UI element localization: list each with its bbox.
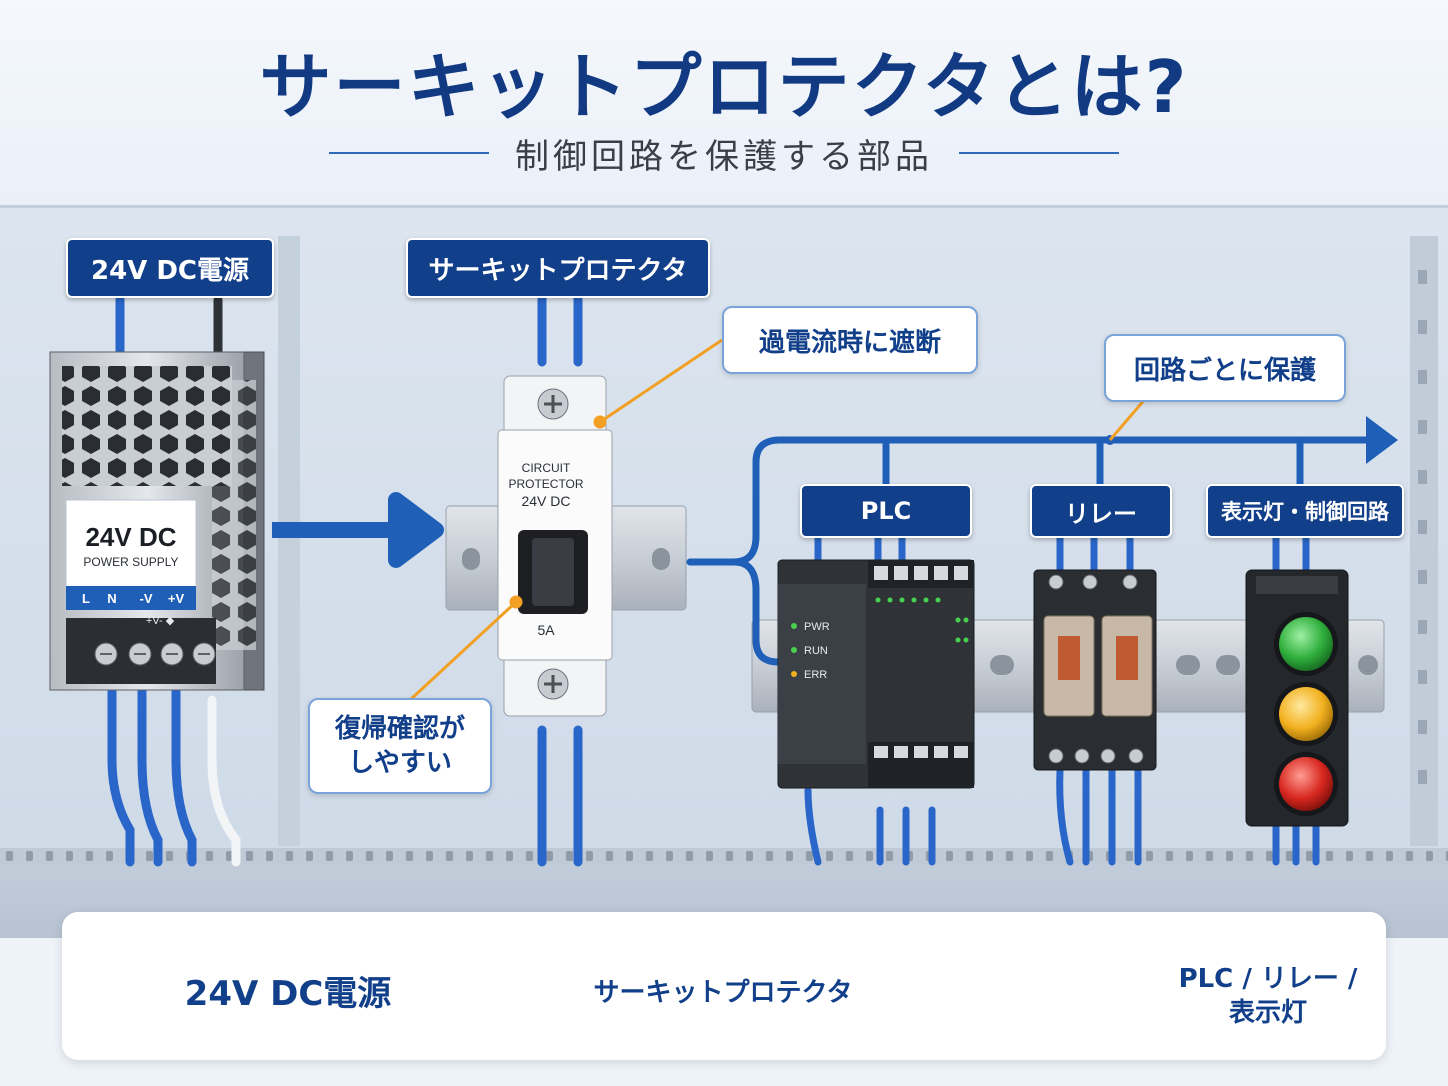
psu-caption-text: POWER SUPPLY	[83, 555, 178, 569]
subtitle-row: 制御回路を保護する部品	[0, 128, 1448, 178]
bus-arrow-head	[1366, 416, 1398, 464]
breaker-line1: CIRCUIT	[522, 461, 571, 475]
psu-terminal-posV: +V	[168, 591, 185, 606]
plc-unit	[777, 559, 975, 789]
plc-led-err: ERR	[804, 669, 827, 681]
plc-err-led	[791, 671, 797, 677]
yellow-lamp	[1279, 687, 1333, 741]
label-indicator: 表示灯・制御回路	[1206, 484, 1404, 538]
wires	[107, 285, 1320, 867]
callout-reset: 復帰確認が しやすい	[308, 698, 492, 794]
label-circuit-protector: サーキットプロテクタ	[406, 238, 710, 298]
callout-leaders	[408, 338, 1148, 702]
breaker-toggle	[532, 538, 574, 606]
relay-pair	[1033, 569, 1157, 771]
plc-led-pwr: PWR	[804, 621, 830, 633]
psu-terminal-negV: -V	[140, 591, 153, 606]
page-subtitle: 制御回路を保護する部品	[515, 136, 933, 177]
label-relay: リレー	[1030, 484, 1172, 538]
psu-model-text: 24V DC	[85, 522, 176, 552]
flow-step-power: 24V DC電源	[184, 973, 392, 1014]
psu-terminal-L: L	[82, 591, 90, 606]
plc-led-run: RUN	[804, 645, 828, 657]
plc-pwr-led	[791, 623, 797, 629]
duct-slots	[0, 848, 1448, 864]
plc-run-led	[791, 647, 797, 653]
cabinet-post-right	[1410, 236, 1438, 846]
breaker-line3: 24V DC	[521, 493, 570, 509]
cabinet-post-left	[278, 236, 300, 846]
distribution-bus	[686, 436, 1374, 666]
flow-step-protector: サーキットプロテクタ	[593, 977, 853, 1008]
flow-step-devices-line1: PLC / リレー /	[1178, 964, 1358, 994]
callout-per-circuit: 回路ごとに保護	[1104, 334, 1346, 402]
header-band	[0, 0, 1448, 210]
page-title: サーキットプロテクタとは?	[259, 45, 1189, 129]
flow-step-devices-line2: 表示灯	[1228, 998, 1307, 1028]
green-lamp	[1279, 617, 1333, 671]
callout-reset-line2: しやすい	[348, 748, 452, 778]
red-lamp	[1279, 757, 1333, 811]
breaker-rating: 5A	[537, 622, 555, 638]
subtitle-rule-right	[959, 152, 1119, 154]
label-plc: PLC	[800, 484, 972, 538]
flow-summary-panel	[62, 912, 1386, 1060]
psu-terminal-N: N	[107, 591, 116, 606]
indicator-lamp-stack	[1245, 569, 1349, 827]
power-supply-unit	[49, 351, 265, 691]
circuit-protector-device	[497, 375, 613, 717]
arrow-psu-to-breaker	[272, 492, 444, 568]
breaker-line2: PROTECTOR	[508, 477, 583, 491]
callout-overcurrent: 過電流時に遮断	[722, 306, 978, 374]
callout-reset-line1: 復帰確認が	[334, 714, 465, 744]
flow-step-devices: PLC / リレー / 表示灯	[1172, 958, 1364, 1034]
psu-terminal-marks: +V- ◆	[146, 615, 175, 627]
subtitle-rule-left	[329, 152, 489, 154]
label-power-supply: 24V DC電源	[66, 238, 274, 298]
